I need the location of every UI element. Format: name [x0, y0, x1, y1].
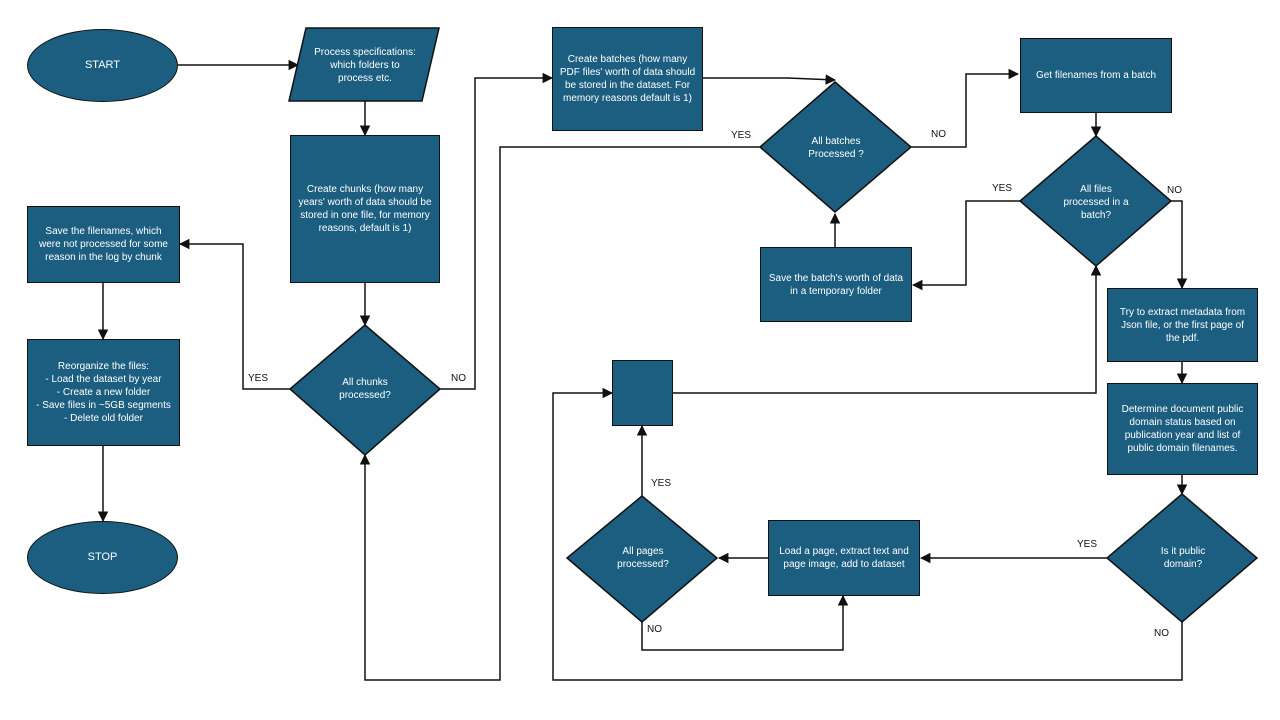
- all-pages-text-box: All pages processed?: [606, 538, 680, 578]
- load-page-box: Load a page, extract text and page image…: [768, 520, 920, 596]
- edge-chunks-yes: [178, 238, 290, 390]
- create-batches-box: Create batches (how many PDF files' wort…: [552, 27, 703, 131]
- junction-box: [612, 360, 673, 426]
- start-label: START: [84, 59, 121, 72]
- edge-pages-no: [641, 594, 849, 651]
- reorganize-item: Save files in ~5GB segments: [36, 399, 171, 412]
- is-public-label: Is it public domain?: [1160, 546, 1206, 570]
- all-files-text-box: All files processed in a batch?: [1056, 176, 1136, 228]
- create-chunks-label: Create chunks (how many years' worth of …: [298, 184, 432, 234]
- load-page-label: Load a page, extract text and page image…: [779, 546, 909, 570]
- create-chunks-box: Create chunks (how many years' worth of …: [290, 135, 440, 283]
- all-batches-text-box: All batches Processed ?: [790, 122, 882, 174]
- all-files-diamond: [1018, 135, 1173, 267]
- reorganize-item: Load the dataset by year: [36, 373, 171, 386]
- edge-label-files-no: NO: [1167, 185, 1182, 196]
- all-batches-label: All batches Processed ?: [808, 136, 864, 160]
- stop-terminal: STOP: [27, 521, 178, 594]
- process-specs-label: Process specifications: which folders to…: [314, 46, 416, 84]
- extract-metadata-label: Try to extract metadata from Json file, …: [1119, 306, 1246, 344]
- all-pages-diamond: [565, 495, 719, 623]
- reorganize-box: Reorganize the files: Load the dataset b…: [27, 339, 180, 446]
- edge-junction-to-files: [673, 264, 1102, 394]
- edge-label-batches-yes: YES: [731, 130, 752, 141]
- save-filenames-label: Save the filenames, which were not proce…: [39, 226, 168, 263]
- edge-batches-no: [911, 68, 1020, 148]
- reorganize-item: Create a new folder: [36, 386, 171, 399]
- reorganize-item: Delete old folder: [36, 412, 171, 425]
- edge-batches-yes: [359, 146, 760, 681]
- process-specs-text-box: Process specifications: which folders to…: [312, 32, 418, 98]
- edge-chunks-no: [440, 72, 554, 390]
- create-batches-label: Create batches (how many PDF files' wort…: [559, 54, 696, 104]
- determine-status-label: Determine document public domain status …: [1121, 404, 1244, 454]
- is-public-text-box: Is it public domain?: [1148, 538, 1218, 578]
- save-filenames-box: Save the filenames, which were not proce…: [27, 206, 180, 283]
- start-terminal: START: [27, 29, 178, 102]
- all-chunks-label: All chunks processed?: [339, 377, 391, 401]
- save-batch-label: Save the batch's worth of data in a temp…: [768, 272, 904, 297]
- get-filenames-label: Get filenames from a batch: [1035, 70, 1157, 81]
- edge-label-batches-no: NO: [931, 129, 946, 140]
- edge-label-chunks-yes: YES: [248, 373, 269, 384]
- edge-label-chunks-no: NO: [451, 373, 466, 384]
- all-pages-label: All pages processed?: [617, 546, 669, 570]
- connectors: [97, 59, 1188, 681]
- all-chunks-text-box: All chunks processed?: [318, 365, 412, 413]
- process-specs-parallelogram: [288, 27, 440, 102]
- edge-files-yes: [911, 200, 1020, 291]
- edge-public-no: [552, 387, 1183, 681]
- edge-files-no: [1171, 200, 1188, 290]
- reorganize-title: Reorganize the files:: [57, 361, 150, 372]
- edge-label-files-yes: YES: [992, 183, 1013, 194]
- edge-batches-to-decision: [703, 74, 837, 85]
- edge-label-pages-yes: YES: [651, 478, 672, 489]
- all-batches-diamond: [758, 81, 913, 213]
- edge-label-public-yes: YES: [1077, 539, 1098, 550]
- reorganize-content: Reorganize the files: Load the dataset b…: [36, 360, 171, 425]
- is-public-diamond: [1105, 493, 1259, 623]
- get-filenames-box: Get filenames from a batch: [1020, 38, 1172, 113]
- shapes: [288, 27, 1259, 623]
- stop-label: STOP: [87, 551, 118, 564]
- save-batch-box: Save the batch's worth of data in a temp…: [760, 247, 912, 322]
- all-chunks-diamond: [288, 324, 442, 456]
- edge-label-pages-no: NO: [647, 624, 662, 635]
- determine-status-box: Determine document public domain status …: [1107, 383, 1258, 475]
- extract-metadata-box: Try to extract metadata from Json file, …: [1107, 288, 1258, 362]
- all-files-label: All files processed in a batch?: [1063, 183, 1129, 221]
- edge-label-public-no: NO: [1154, 628, 1169, 639]
